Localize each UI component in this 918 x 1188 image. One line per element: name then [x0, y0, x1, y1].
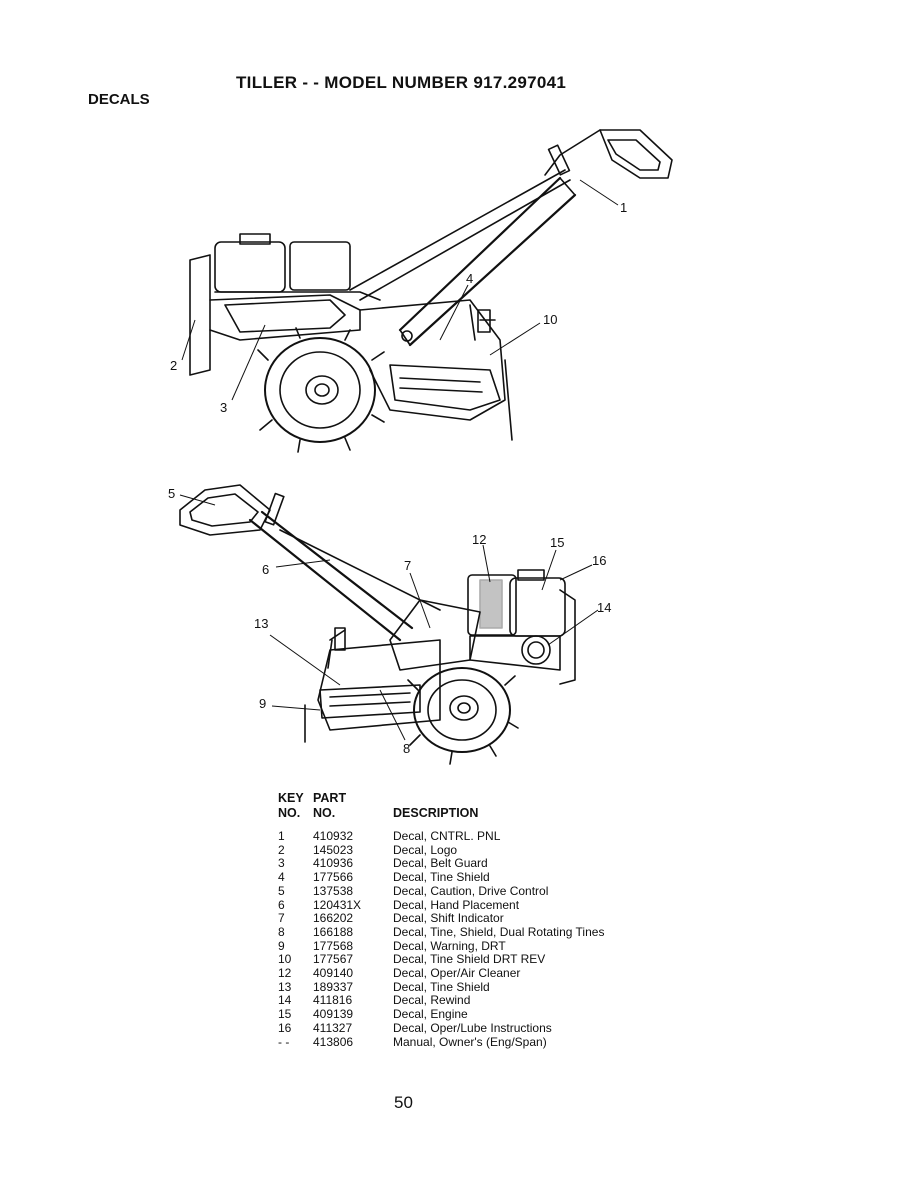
part-no-cell: 137538 [313, 883, 354, 898]
callouts-top: 1 2 3 4 10 [170, 200, 627, 415]
part-no-cell: 177566 [313, 870, 354, 885]
header-key-2: NO. [278, 806, 301, 820]
key-cell: 13 [278, 979, 292, 994]
page-number: 50 [394, 1093, 413, 1112]
part-no-cell: 166202 [313, 911, 354, 926]
part-no-cell: 409140 [313, 966, 354, 980]
description-cell: Decal, CNTRL. PNL [393, 829, 501, 843]
header-part-1: PART [313, 791, 347, 805]
header-key-1: KEY [278, 791, 304, 805]
part-no-cell: 409139 [313, 1007, 354, 1022]
part-no-cell: 145023 [313, 842, 354, 857]
callout-leaders-bottom [179, 494, 599, 741]
part-no-cell: 411816 [313, 993, 353, 1008]
callout-13: 13 [254, 616, 268, 631]
part-no-cell: 177567 [313, 952, 354, 967]
key-cell: 10 [278, 952, 292, 967]
description-cell: Decal, Logo [393, 842, 458, 857]
description-cell: Decal, Tine Shield [393, 979, 490, 994]
description-cell: Decal, Tine Shield DRT REV [393, 952, 546, 967]
part-no-cell: 413806 [313, 1034, 354, 1049]
callout-14: 14 [597, 600, 611, 615]
callout-8: 8 [403, 741, 410, 756]
page-title: TILLER - - MODEL NUMBER 917.297041 [236, 73, 567, 92]
section-heading: DECALS [88, 91, 150, 108]
description-cell: Decal, Warning, DRT [393, 938, 506, 953]
key-cell: 3 [278, 856, 285, 871]
tiller-bottom-view [179, 484, 576, 765]
callouts-bottom: 5 6 7 8 9 12 13 14 15 16 [168, 486, 611, 756]
description-cell: Decal, Shift Indicator [393, 911, 504, 926]
description-cell: Decal, Oper/Lube Instructions [393, 1020, 552, 1035]
tiller-top-view [189, 129, 673, 453]
key-cell: 16 [278, 1020, 292, 1035]
callout-6: 6 [262, 562, 269, 577]
callout-4: 4 [466, 271, 473, 286]
header-part-2: NO. [313, 806, 336, 820]
description-cell: Decal, Oper/Air Cleaner [393, 966, 521, 980]
callout-12: 12 [472, 532, 486, 547]
description-cell: Decal, Tine Shield [393, 870, 490, 885]
key-cell: 5 [278, 883, 285, 898]
part-no-cell: 177568 [313, 938, 354, 953]
key-cell: 2 [278, 842, 285, 857]
part-no-cell: 120431X [313, 897, 362, 912]
description-cell: Decal, Rewind [393, 993, 471, 1008]
callout-1: 1 [620, 200, 627, 215]
description-cell: Manual, Owner's (Eng/Span) [393, 1034, 547, 1049]
description-cell: Decal, Belt Guard [393, 856, 488, 871]
part-no-cell: 189337 [313, 979, 354, 994]
description-cell: Decal, Engine [393, 1007, 468, 1022]
key-cell: 9 [278, 938, 285, 953]
tiller-diagrams: 1 2 3 4 10 [168, 129, 673, 765]
key-cell: 12 [278, 966, 292, 980]
callout-leaders-top [181, 179, 619, 401]
header-description: DESCRIPTION [393, 806, 479, 820]
description-cell: Decal, Caution, Drive Control [393, 883, 549, 898]
description-cell: Decal, Hand Placement [393, 897, 520, 912]
callout-9: 9 [259, 696, 266, 711]
key-cell: 1 [278, 829, 285, 843]
callout-3: 3 [220, 400, 227, 415]
key-cell: - - [278, 1034, 290, 1049]
part-no-cell: 410932 [313, 829, 354, 843]
part-no-cell: 166188 [313, 924, 354, 939]
callout-10: 10 [543, 312, 557, 327]
key-cell: 7 [278, 911, 285, 926]
key-cell: 8 [278, 924, 285, 939]
callout-7: 7 [404, 558, 411, 573]
callout-15: 15 [550, 535, 564, 550]
part-no-cell: 411327 [313, 1020, 353, 1035]
callout-2: 2 [170, 358, 177, 373]
key-cell: 6 [278, 897, 285, 912]
key-cell: 4 [278, 870, 285, 885]
key-cell: 15 [278, 1007, 292, 1022]
callout-16: 16 [592, 553, 606, 568]
description-cell: Decal, Tine, Shield, Dual Rotating Tines [393, 924, 605, 939]
key-cell: 14 [278, 993, 292, 1008]
part-no-cell: 410936 [313, 856, 354, 871]
callout-5: 5 [168, 486, 175, 501]
